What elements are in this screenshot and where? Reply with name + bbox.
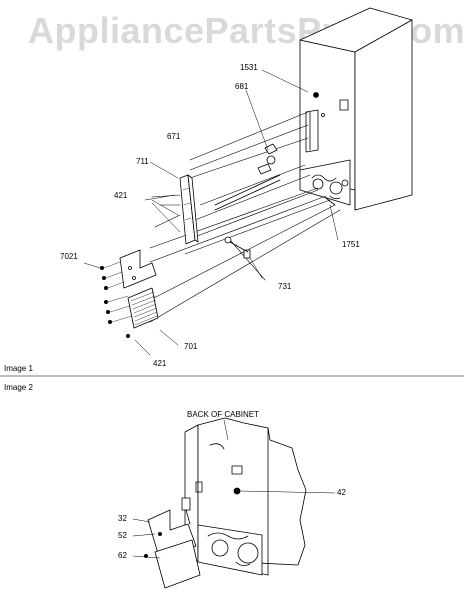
callout-701: 701	[184, 342, 198, 351]
cabinet-image1	[299, 7, 413, 211]
callout-42: 42	[337, 488, 346, 497]
image1-title: Image 1	[4, 364, 33, 373]
cabinet-image2	[184, 417, 307, 576]
part-701	[127, 287, 159, 329]
callout-681: 681	[235, 82, 249, 91]
part-671	[214, 174, 281, 211]
part-7021	[119, 249, 157, 289]
callout-421-top: 421	[114, 191, 128, 200]
callout-731: 731	[278, 282, 292, 291]
callout-1751: 1751	[342, 240, 360, 249]
callout-1531: 1531	[240, 63, 258, 72]
callout-52: 52	[118, 531, 127, 540]
part-681	[257, 143, 278, 175]
part-711	[179, 174, 199, 245]
part-731	[224, 236, 251, 259]
image2-title: Image 2	[4, 383, 33, 392]
part-62	[154, 539, 201, 589]
callout-7021: 7021	[60, 252, 78, 261]
callout-421-bottom: 421	[153, 359, 167, 368]
back-of-cabinet-heading: BACK OF CABINET	[187, 410, 260, 419]
callout-62: 62	[118, 551, 127, 560]
callout-671: 671	[167, 132, 181, 141]
callout-711: 711	[136, 157, 149, 166]
screws-image1	[100, 265, 131, 338]
callout-32: 32	[118, 514, 127, 523]
